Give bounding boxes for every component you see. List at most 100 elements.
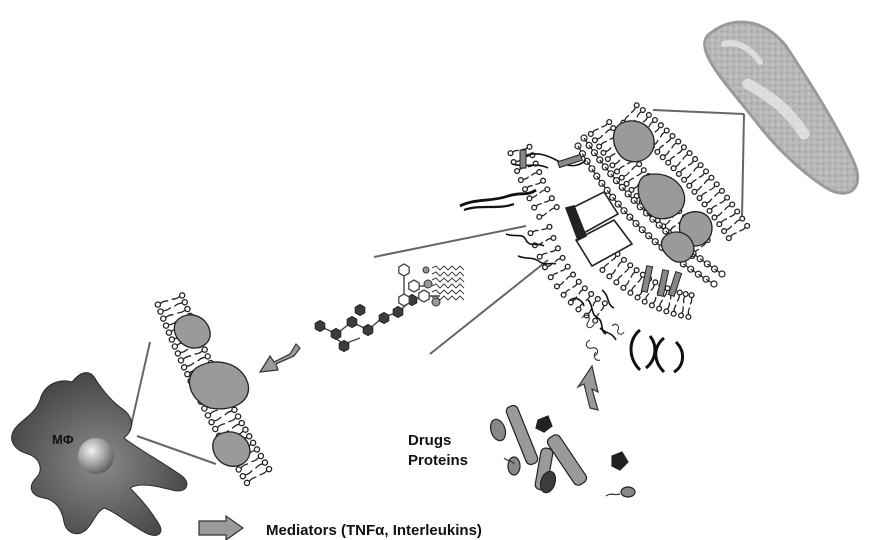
- inner-leaflet-lipid-tail: [588, 308, 591, 313]
- porin-protein: [613, 121, 654, 162]
- sugar-hexagon: [315, 321, 325, 332]
- outer-leaflet-lipid-tail: [709, 186, 714, 190]
- inner-leaflet-lipid-tail: [684, 296, 686, 303]
- outer-leaflet-lipid-tail: [637, 112, 641, 117]
- inner-leaflet-lipid-tail: [553, 273, 558, 276]
- lipoprotein-rings: [631, 330, 683, 372]
- inner-leaflet-lipid-head: [537, 254, 542, 259]
- outer-leaflet-lipid-tail: [601, 141, 607, 145]
- inner-leaflet-lipid-head: [555, 284, 560, 289]
- inner-leaflet-lipid-head: [671, 311, 676, 316]
- outer-leaflet-lipid-head: [712, 215, 717, 220]
- macrophage-lipid-head: [182, 365, 187, 370]
- macrophage-lipid-tail: [210, 410, 217, 414]
- zoom-lines: [130, 110, 744, 464]
- macrophage-lipid-head: [205, 354, 210, 359]
- outer-leaflet-lipid-head: [671, 166, 676, 171]
- outer-leaflet-lipid-tail: [649, 122, 654, 127]
- outer-leaflet-lipid-head: [634, 103, 639, 108]
- macrophage-lipid-head: [182, 300, 187, 305]
- fatty-acid-chain: [432, 272, 464, 276]
- macrophage-lipid-tail: [172, 296, 180, 299]
- outer-leaflet-lipid-tail: [671, 226, 676, 231]
- inner-leaflet-lipid-head: [642, 299, 647, 304]
- sugar-hexagon: [379, 313, 389, 324]
- inner-leaflet-lipid-head: [677, 290, 682, 295]
- lipid-a-ring: [399, 264, 409, 276]
- outer-leaflet-lipid-tail: [677, 149, 682, 154]
- receptor-protein: [189, 362, 248, 409]
- outer-leaflet-lipid-tail: [701, 192, 706, 196]
- outer-leaflet-lipid-tail: [540, 190, 545, 193]
- bacterial-envelope: [460, 103, 750, 372]
- outer-leaflet-lipid-head: [527, 196, 532, 201]
- outer-leaflet-lipid-head: [515, 169, 520, 174]
- inner-leaflet-lipid-tail: [624, 267, 628, 272]
- outer-leaflet-lipid-tail: [716, 212, 722, 216]
- outer-leaflet-lipid-head: [676, 139, 681, 144]
- macrophage-lipid-head: [243, 427, 248, 432]
- outer-leaflet-lipid-head: [709, 175, 714, 180]
- fatty-acid-chain: [432, 290, 464, 294]
- protein-blob: [621, 487, 635, 497]
- outer-leaflet-lipid-tail: [521, 148, 527, 150]
- outer-leaflet-lipid-head: [537, 215, 542, 220]
- macrophage-lipid-head: [175, 351, 180, 356]
- receptor-protein: [213, 432, 250, 466]
- inner-leaflet-lipid-tail: [559, 281, 564, 285]
- inner-leaflet-lipid-head: [614, 280, 619, 285]
- macrophage-lipid-tail: [195, 351, 203, 354]
- outer-leaflet-lipid-head: [545, 187, 550, 192]
- outer-leaflet-lipid-tail: [549, 208, 554, 211]
- macrophage-cell: [12, 373, 187, 536]
- inner-leaflet-lipid-head: [664, 309, 669, 314]
- outer-leaflet-lipid-tail: [544, 199, 549, 202]
- inner-leaflet-lipid-tail: [682, 306, 684, 313]
- macrophage-lipid-head: [262, 460, 267, 465]
- outer-leaflet-lipid-tail: [699, 173, 704, 178]
- outer-leaflet-lipid-tail: [683, 155, 688, 160]
- fatty-acid-chain: [432, 284, 464, 288]
- outer-leaflet-lipid-tail: [706, 199, 711, 203]
- outer-leaflet-lipid-tail: [513, 150, 519, 152]
- inner-leaflet-lipid-tail: [593, 301, 596, 306]
- macrophage-nucleus: [78, 438, 114, 474]
- outer-leaflet-lipid-head: [541, 178, 546, 183]
- outer-leaflet-lipid-head: [698, 163, 703, 168]
- outer-leaflet-lipid-tail: [725, 206, 731, 210]
- zoom-line-membrane-lower: [430, 260, 548, 354]
- outer-leaflet-lipid-tail: [675, 162, 680, 167]
- inner-leaflet-lipid-tail: [555, 259, 560, 262]
- macrophage-lipid-tail: [177, 310, 185, 313]
- drugs-label: Drugs: [408, 431, 468, 451]
- inner-leaflet-lipid-tail: [677, 295, 679, 302]
- drugs-proteins-label: Drugs Proteins: [408, 431, 468, 471]
- outer-leaflet-lipid-tail: [531, 173, 537, 176]
- outer-leaflet-lipid-tail: [624, 172, 629, 176]
- membrane-channel: [566, 192, 632, 266]
- outer-leaflet-lipid-head: [722, 229, 727, 234]
- inner-leaflet-lipid-tail: [542, 253, 548, 256]
- outer-leaflet-lipid-head: [537, 170, 542, 175]
- inner-leaflet-lipid-head: [576, 307, 581, 312]
- outer-leaflet-lipid-tail: [625, 115, 629, 121]
- outer-leaflet-lipid-tail: [660, 132, 665, 137]
- outer-leaflet-lipid-head: [646, 113, 651, 118]
- inner-leaflet-lipid-tail: [618, 262, 623, 267]
- outer-leaflet-lipid-head: [527, 144, 532, 149]
- outer-leaflet-lipid-tail: [610, 154, 616, 158]
- inner-leaflet-lipid-tail: [533, 230, 539, 232]
- inner-leaflet-lipid-head: [653, 280, 658, 285]
- outer-leaflet-lipid-tail: [681, 168, 686, 173]
- protein-blob: [488, 417, 508, 442]
- outer-leaflet-lipid-tail: [632, 166, 637, 170]
- zoom-line-membrane-upper: [374, 226, 526, 257]
- inner-leaflet-lipid-tail: [646, 293, 649, 299]
- inner-leaflet-lipid-head: [600, 268, 605, 273]
- outer-leaflet-lipid-head: [730, 202, 735, 207]
- outer-leaflet-lipid-head: [655, 149, 660, 154]
- macrophage-lipid-tail: [228, 418, 235, 422]
- macrophage-lipid-head: [155, 302, 160, 307]
- outer-leaflet-lipid-tail: [715, 192, 720, 196]
- outer-leaflet-lipid-tail: [720, 199, 726, 203]
